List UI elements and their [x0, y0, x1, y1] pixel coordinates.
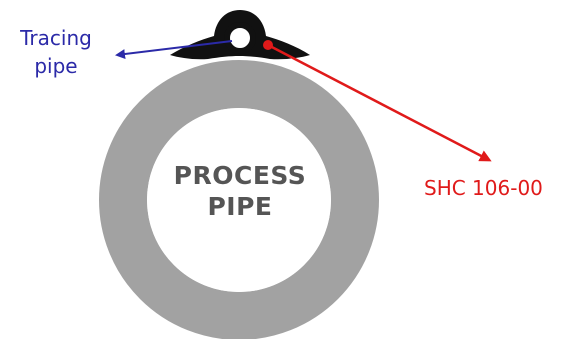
process-pipe-wall	[99, 60, 379, 339]
process-pipe-label-line1: PROCESS	[173, 161, 307, 190]
tracing-pipe-label: Tracing pipe	[10, 24, 102, 80]
process-pipe-label: PROCESS PIPE	[140, 160, 340, 222]
compound-label: SHC 106-00	[424, 176, 543, 200]
tracing-pipe-label-line1: Tracing	[20, 26, 92, 50]
process-pipe-label-line2: PIPE	[207, 192, 273, 221]
tracing-pipe-arrow	[115, 40, 233, 59]
tracing-pipe-label-line2: pipe	[34, 54, 78, 78]
process-pipe-interior	[147, 108, 331, 292]
tracing-pipe	[224, 22, 256, 54]
compound-arrow	[267, 43, 492, 162]
